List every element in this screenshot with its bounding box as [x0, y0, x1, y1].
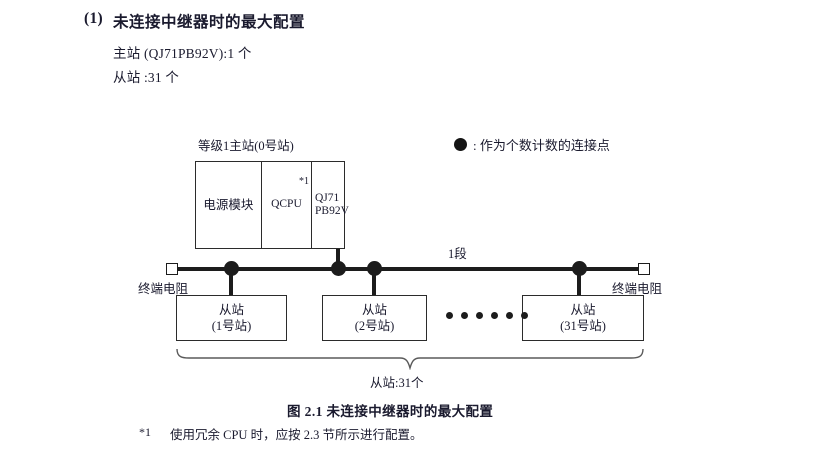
spec-slave-station: 从站 :31 个	[113, 70, 180, 85]
spec-master-station: 主站 (QJ71PB92V):1 个	[113, 46, 252, 61]
slave-31-drop-line	[577, 269, 581, 295]
slave-31-label-line1: 从站	[570, 302, 596, 317]
page-title: 未连接中继器时的最大配置	[113, 14, 306, 31]
master-drop-line	[336, 249, 340, 269]
qj71pb92v-label-line1: QJ71	[315, 191, 340, 204]
power-module-cell: 电源模块	[196, 162, 262, 248]
square-outline-icon-terminator-right	[638, 263, 650, 275]
qj71pb92v-cell: QJ71 PB92V	[312, 162, 349, 248]
segment-label: 1段	[448, 247, 467, 261]
power-module-label: 电源模块	[203, 197, 254, 212]
footnote-mark: *1	[139, 425, 151, 439]
filled-circle-icon-connection-slave-1	[224, 261, 239, 276]
filled-circle-icon-connection-master	[331, 261, 346, 276]
slave-count-label: 从站:31个	[370, 376, 424, 390]
section-number: (1)	[84, 10, 103, 27]
ellipsis-dots	[446, 312, 528, 319]
filled-circle-icon-connection-slave-31	[572, 261, 587, 276]
slave-1-drop-line	[229, 269, 233, 295]
slave-2-drop-line	[372, 269, 376, 295]
filled-circle-icon	[454, 138, 467, 151]
terminator-left-label: 终端电阻	[138, 282, 189, 296]
slave-2-label-line1: 从站	[361, 302, 387, 317]
slave-station-box-31: 从站 (31号站)	[522, 295, 644, 341]
qcpu-label: QCPU	[271, 198, 302, 211]
master-station-block: 电源模块 QCPU *1 QJ71 PB92V	[195, 161, 349, 249]
slave-station-box-1: 从站 (1号站)	[176, 295, 287, 341]
slave-31-label-line2: (31号站)	[560, 319, 606, 333]
figure-caption: 图 2.1 未连接中继器时的最大配置	[287, 404, 494, 419]
square-outline-icon-terminator-left	[166, 263, 178, 275]
legend: : 作为个数计数的连接点	[454, 135, 610, 154]
slave-1-label-line1: 从站	[218, 302, 244, 317]
slave-1-label-line2: (1号站)	[211, 319, 252, 333]
master-station-caption: 等级1主站(0号站)	[198, 139, 294, 153]
footnote-text: 使用冗余 CPU 时，应按 2.3 节所示进行配置。	[170, 428, 423, 442]
filled-circle-icon-connection-slave-2	[367, 261, 382, 276]
slave-2-label-line2: (2号站)	[354, 319, 395, 333]
legend-label: : 作为个数计数的连接点	[473, 138, 610, 153]
qj71pb92v-label-line2: PB92V	[315, 205, 349, 217]
qcpu-cell: QCPU *1	[262, 162, 312, 248]
qcpu-footnote-mark: *1	[299, 176, 309, 187]
slave-count-brace	[176, 348, 644, 370]
bus-trunk-line	[176, 267, 644, 271]
terminator-right-label: 终端电阻	[612, 282, 663, 296]
slave-station-box-2: 从站 (2号站)	[322, 295, 427, 341]
